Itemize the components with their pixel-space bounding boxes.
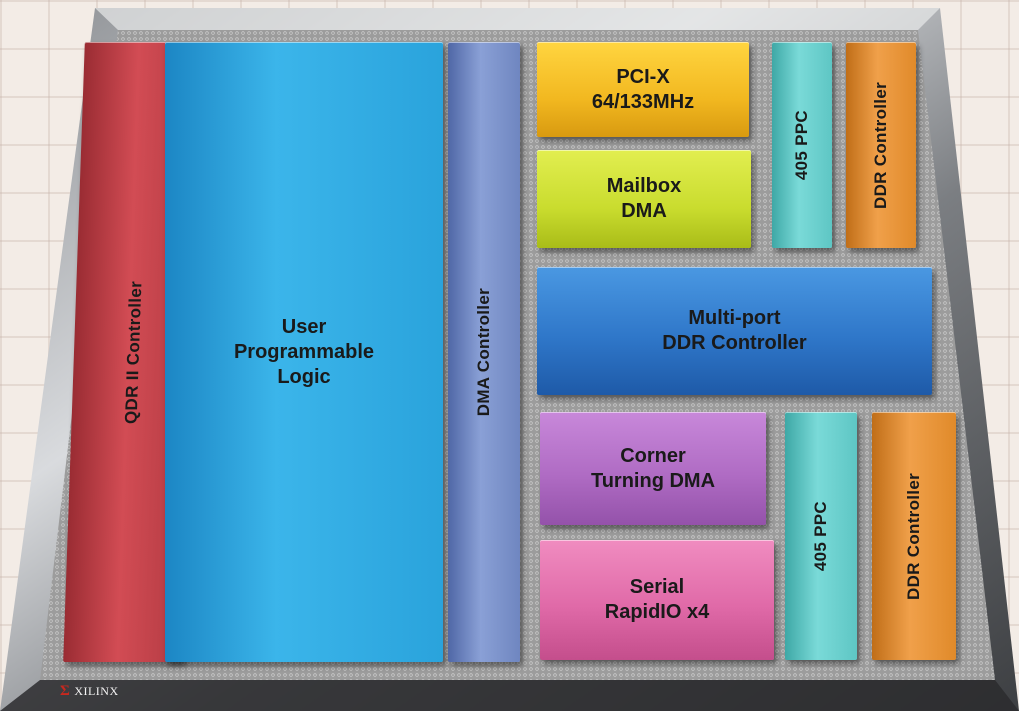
qdr-ii-controller-label: QDR II Controller (121, 280, 146, 424)
mailbox-dma-label: Mailbox DMA (606, 175, 682, 222)
ddr-controller-bottom-label: DDR Controller (904, 472, 924, 600)
user-programmable-logic-label: User Programmable Logic (233, 315, 375, 388)
pci-x-label: PCI-X 64/133MHz (591, 65, 695, 113)
corner-turning-dma-label: Corner Turning DMA (590, 444, 716, 492)
dma-controller-block: DMA Controller (448, 42, 520, 662)
user-programmable-logic-block: User Programmable Logic (165, 42, 443, 662)
ddr-controller-top-label: DDR Controller (871, 81, 891, 209)
xilinx-logo-text: XILINX (74, 684, 119, 698)
405-ppc-top-label: 405 PPC (792, 109, 812, 181)
pci-x-block: PCI-X 64/133MHz (537, 42, 749, 137)
405-ppc-top-block: 405 PPC (772, 42, 832, 248)
dma-controller-label: DMA Controller (474, 287, 494, 417)
serial-rapidio-label: Serial RapidIO x4 (604, 576, 710, 623)
405-ppc-bottom-block: 405 PPC (785, 412, 857, 660)
multi-port-ddr-controller-block: Multi-port DDR Controller (537, 267, 932, 395)
corner-turning-dma-block: Corner Turning DMA (540, 412, 766, 525)
405-ppc-bottom-label: 405 PPC (811, 500, 831, 572)
xilinx-logo: Σ XILINX (60, 683, 119, 700)
ddr-controller-top-block: DDR Controller (846, 42, 916, 248)
serial-rapidio-block: Serial RapidIO x4 (540, 540, 774, 660)
mailbox-dma-block: Mailbox DMA (537, 150, 751, 248)
sigma-icon: Σ (60, 683, 71, 699)
multi-port-ddr-controller-label: Multi-port DDR Controller (662, 307, 807, 354)
ddr-controller-bottom-block: DDR Controller (872, 412, 956, 660)
